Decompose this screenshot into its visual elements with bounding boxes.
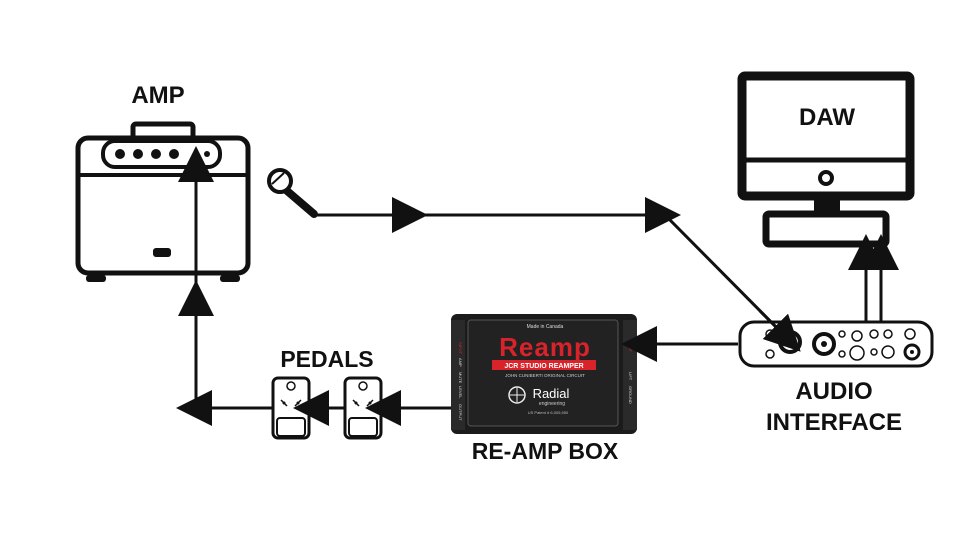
reamp-side-label: LIFT xyxy=(628,372,633,381)
audio-interface-label-line2: INTERFACE xyxy=(765,409,902,436)
reamp-side-label: MUTE xyxy=(458,372,463,384)
reamp-right-side-labels: INPUT LIFT GROUND xyxy=(628,340,633,404)
amp-icon xyxy=(75,121,251,282)
reamp-model-text: JCR STUDIO REAMPER xyxy=(504,363,583,370)
daw-monitor-icon xyxy=(737,71,915,248)
daw-label: DAW xyxy=(799,104,855,131)
reamp-side-label: INPUT xyxy=(458,342,463,355)
reamp-side-label: LEVEL xyxy=(458,386,463,399)
reamp-brand-sub-text: engineering xyxy=(539,401,565,407)
pedal-icon-right xyxy=(343,376,383,440)
microphone-icon xyxy=(267,168,318,218)
signal-lines xyxy=(176,146,899,426)
reamp-logo-text: Reamp xyxy=(499,332,591,362)
reamp-box-label: RE-AMP BOX xyxy=(471,438,619,464)
audio-interface-icon xyxy=(738,320,934,368)
reamp-box-device: Made in Canada Reamp JCR STUDIO REAMPER … xyxy=(451,314,637,434)
audio-interface-label-line1: AUDIO xyxy=(795,378,873,405)
reamp-patent-text: US Patent # 6,005,950 xyxy=(528,410,569,415)
reamp-side-label: AMP xyxy=(458,358,463,367)
reamp-brand-text: Radial xyxy=(533,386,570,401)
pedal-icon-left xyxy=(271,376,311,440)
reamp-made-in-text: Made in Canada xyxy=(527,324,564,330)
reamp-left-side-labels: INPUT AMP MUTE LEVEL OUTPUT xyxy=(458,342,463,421)
reamp-side-label: OUTPUT xyxy=(458,404,463,421)
reamp-subtitle-text: JOHN CUNIBERTI ORIGINAL CIRCUIT xyxy=(505,373,585,378)
reamp-side-label: GROUND xyxy=(628,386,633,404)
amp-label: AMP xyxy=(131,82,185,109)
pedals-label: PEDALS xyxy=(280,346,374,372)
reamp-side-label: INPUT xyxy=(628,340,633,353)
